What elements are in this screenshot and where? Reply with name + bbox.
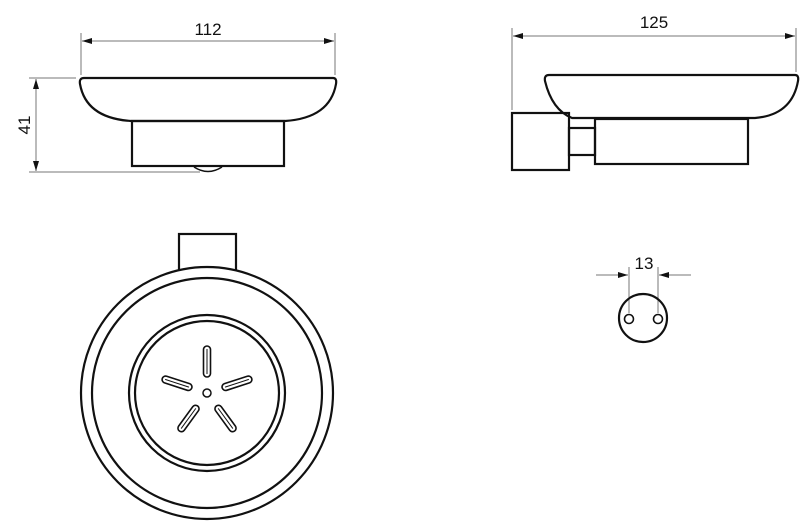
depth-dimension-label: 125 <box>640 13 668 32</box>
outer-rim <box>79 265 335 521</box>
wall-mount-block <box>510 111 571 172</box>
screw-hole-left <box>623 313 635 325</box>
hole-spacing-label: 13 <box>635 254 654 273</box>
basin-outer-edge <box>127 313 287 473</box>
mounting-plate <box>617 292 669 344</box>
connector-arm <box>567 126 597 157</box>
screw-hole-right <box>652 313 664 325</box>
front-view: 112 41 <box>15 20 338 173</box>
drain-slot-centerline <box>180 408 197 429</box>
soap-dish-bowl-side <box>543 73 800 120</box>
drain-slot <box>161 375 193 392</box>
top-view <box>79 232 335 521</box>
holder-base <box>130 119 286 168</box>
side-view: 125 <box>510 13 800 172</box>
drain-slot <box>202 345 212 378</box>
basin-inner-edge <box>133 319 281 467</box>
soap-dish-bowl <box>78 76 338 123</box>
holder-base-side <box>593 117 750 166</box>
height-dimension-label: 41 <box>15 116 34 135</box>
center-drain-hole <box>202 388 212 398</box>
mounting-plate-view: 13 <box>596 254 691 344</box>
inner-rim <box>90 276 324 510</box>
drain-slot <box>214 404 237 433</box>
width-dimension-label: 112 <box>194 20 221 39</box>
drain-slot-centerline <box>224 378 250 388</box>
drain-slots <box>161 345 253 433</box>
drain-slot <box>221 375 253 392</box>
drain-slot-centerline <box>164 378 190 388</box>
holder-knob <box>193 166 223 173</box>
drain-slot <box>177 404 200 433</box>
drain-slot-centerline <box>217 408 234 429</box>
